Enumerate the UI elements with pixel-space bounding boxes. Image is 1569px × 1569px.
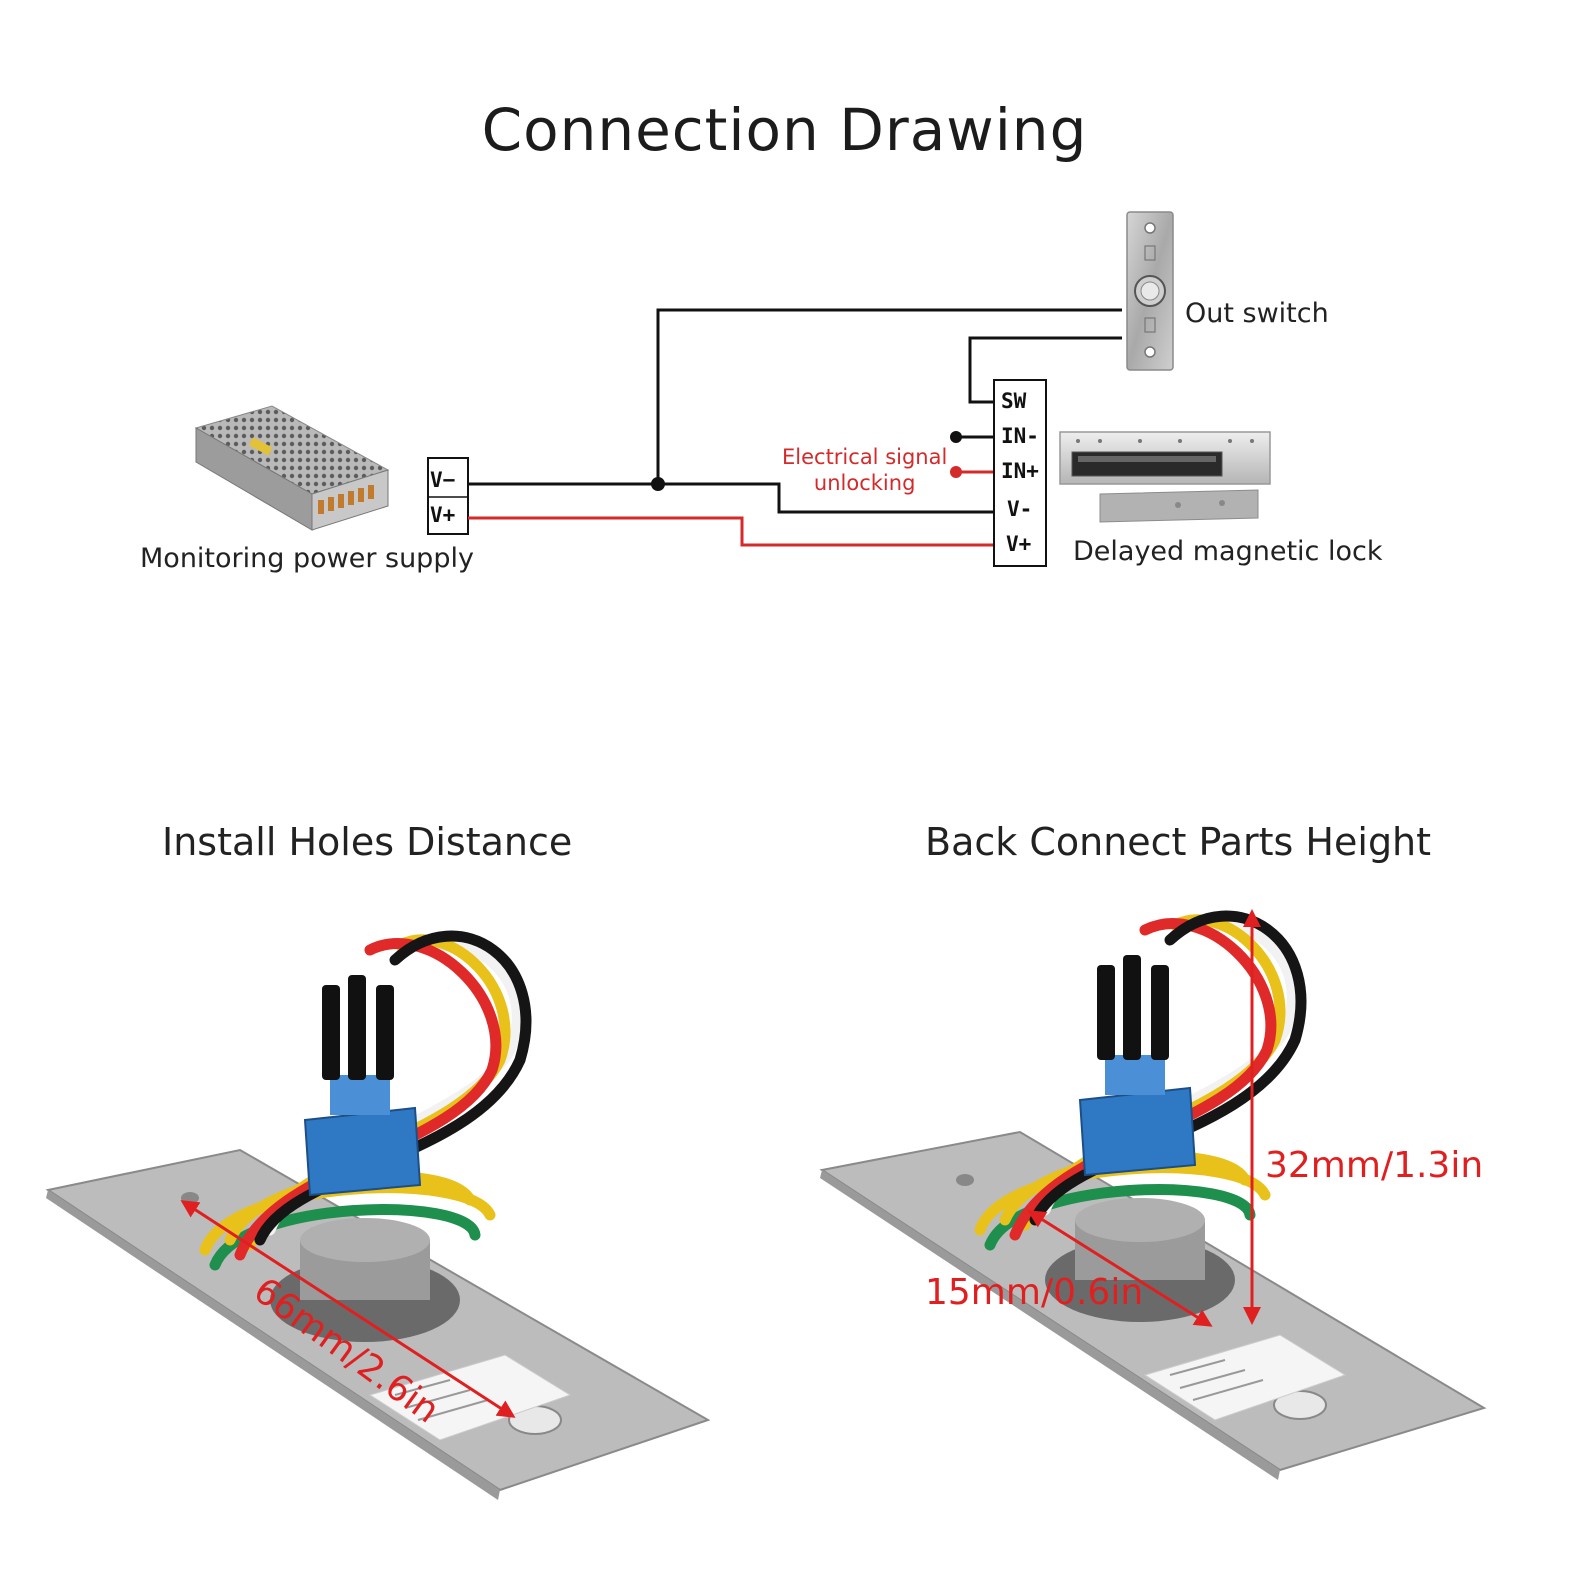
back-parts-photo bbox=[819, 910, 1487, 1480]
in-plus-node bbox=[950, 466, 962, 478]
lock-terminal-v-minus: V- bbox=[1007, 497, 1033, 521]
lock-terminal-in-plus: IN+ bbox=[1001, 459, 1039, 483]
in-minus-node bbox=[950, 431, 962, 443]
psu-terminal-v-plus: V+ bbox=[430, 503, 456, 527]
page-title: Connection Drawing bbox=[481, 96, 1088, 164]
signal-label-line2: unlocking bbox=[813, 471, 916, 495]
signal-label: Electrical signal unlocking bbox=[782, 444, 947, 496]
psu-terminal-v-minus: V− bbox=[430, 468, 456, 492]
red-wires bbox=[468, 470, 994, 547]
magnetic-lock-image bbox=[1059, 431, 1271, 523]
depth-dimension-label: 15mm/0.6in bbox=[925, 1272, 1144, 1313]
signal-label-line1: Electrical signal bbox=[782, 445, 948, 469]
install-holes-photo bbox=[45, 930, 711, 1500]
lock-terminal-sw: SW bbox=[1001, 389, 1027, 413]
lock-terminal-block bbox=[993, 379, 1047, 567]
power-supply-label: Monitoring power supply bbox=[140, 543, 474, 574]
psu-terminal-block bbox=[427, 457, 469, 535]
out-switch-image bbox=[1126, 211, 1174, 371]
lock-terminal-v-plus: V+ bbox=[1006, 532, 1032, 556]
install-holes-title: Install Holes Distance bbox=[162, 820, 573, 864]
lock-terminal-in-minus: IN- bbox=[1001, 424, 1039, 448]
junction-node bbox=[651, 477, 665, 491]
out-switch-label: Out switch bbox=[1185, 298, 1329, 329]
black-wires bbox=[468, 308, 1122, 514]
install-dimension-arrow bbox=[180, 1200, 516, 1418]
magnetic-lock-label: Delayed magnetic lock bbox=[1073, 536, 1383, 567]
height-dimension-label: 32mm/1.3in bbox=[1265, 1145, 1484, 1186]
depth-dimension-arrow bbox=[1027, 1210, 1213, 1327]
back-parts-title: Back Connect Parts Height bbox=[925, 820, 1432, 864]
power-supply-image bbox=[194, 405, 390, 531]
